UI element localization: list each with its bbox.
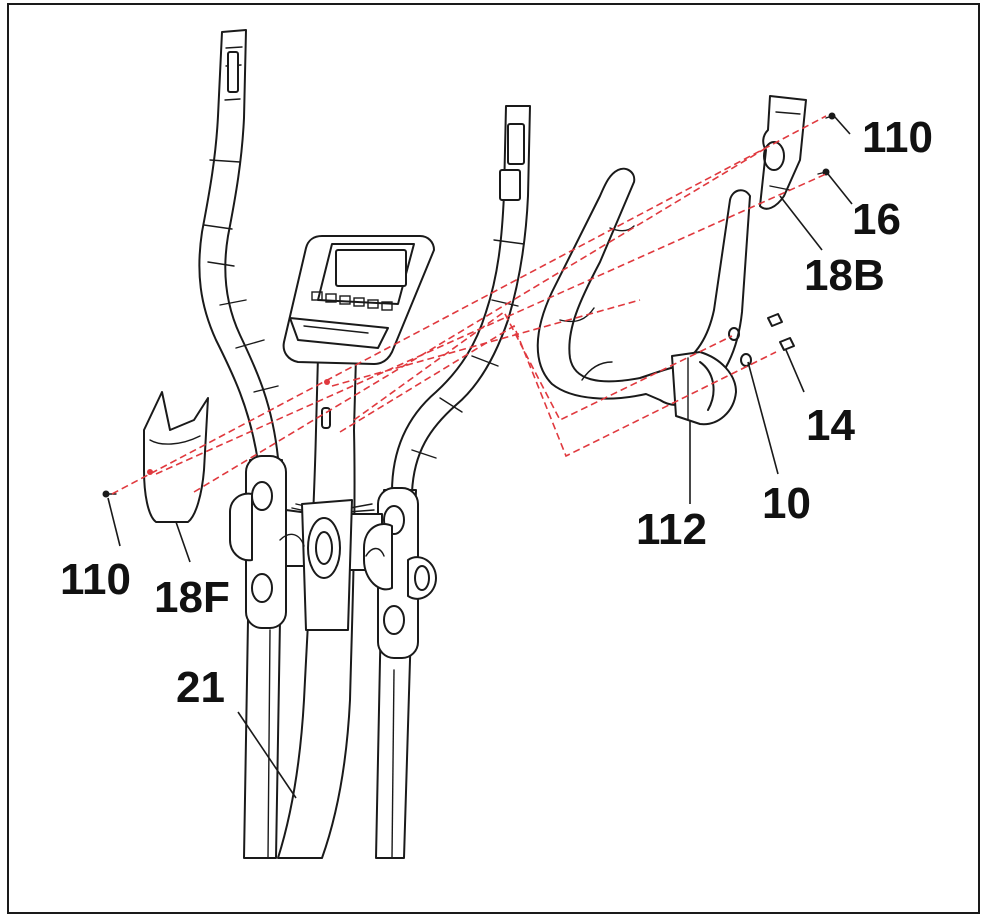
label-18b: 18B <box>804 251 885 300</box>
bolt-16 <box>817 168 830 176</box>
left-handlebar-arm <box>198 29 279 463</box>
right-handlebar-arm <box>391 105 531 493</box>
bolts-14 <box>767 313 795 351</box>
label-18f: 18F <box>154 573 230 622</box>
label-16: 16 <box>852 195 901 244</box>
assembly-paths <box>111 115 827 495</box>
front-cover-18f <box>143 391 209 523</box>
label-110-left: 110 <box>60 555 131 604</box>
screw-110-left <box>102 490 117 498</box>
label-112: 112 <box>636 505 707 554</box>
console <box>282 235 435 365</box>
label-14: 14 <box>806 401 855 450</box>
label-21: 21 <box>176 663 225 712</box>
label-10: 10 <box>762 479 811 528</box>
label-110-right: 110 <box>862 113 933 162</box>
leader-lines <box>107 115 853 799</box>
rear-cover-18b <box>759 95 807 210</box>
pivot-assembly <box>229 455 437 659</box>
screw-110-right <box>825 112 836 120</box>
handlebar-112 <box>536 167 751 426</box>
